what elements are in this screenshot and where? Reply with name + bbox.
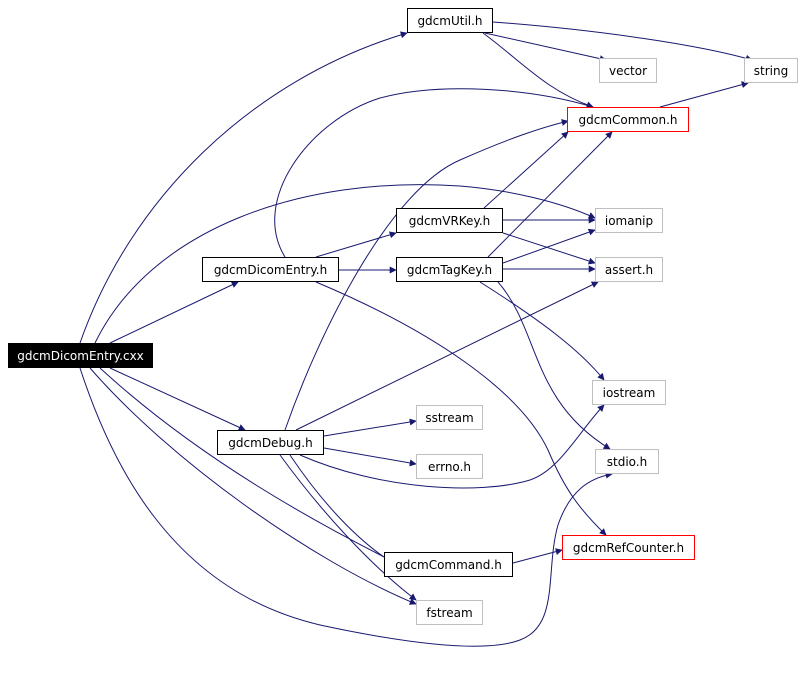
edge-root-to-dicomentry (109, 281, 239, 344)
edge-debug-to-errno (323, 447, 417, 467)
node-string[interactable]: string (744, 58, 798, 83)
node-vector[interactable]: vector (599, 58, 657, 83)
node-gdcmrefcounter-h[interactable]: gdcmRefCounter.h (562, 535, 695, 560)
node-fstream[interactable]: fstream (416, 600, 483, 625)
edge-debug-to-fstream (279, 454, 417, 601)
node-sstream[interactable]: sstream (416, 405, 483, 430)
node-iostream[interactable]: iostream (592, 380, 666, 405)
edge-common-to-string (659, 81, 749, 108)
edge-util-to-string (492, 21, 753, 62)
edge-util-to-common (482, 32, 594, 109)
node-gdcmutil-h[interactable]: gdcmUtil.h (407, 8, 493, 33)
edge-root-to-debug (109, 367, 246, 431)
node-errno-h[interactable]: errno.h (416, 454, 483, 479)
edge-tagkey-to-iostream (479, 281, 605, 381)
edge-debug-to-sstream (323, 418, 417, 437)
node-gdcmdicomentry-h[interactable]: gdcmDicomEntry.h (202, 257, 339, 282)
node-gdcmcommon-h[interactable]: gdcmCommon.h (567, 107, 689, 132)
node-gdcmcommand-h[interactable]: gdcmCommand.h (384, 552, 513, 577)
edge-root-to-util (79, 31, 408, 344)
node-gdcmdicomentry-cxx[interactable]: gdcmDicomEntry.cxx (8, 343, 153, 368)
edge-dicomentry-to-refcounter (315, 281, 607, 536)
node-gdcmtagkey-h[interactable]: gdcmTagKey.h (396, 257, 503, 282)
node-gdcmvrkey-h[interactable]: gdcmVRKey.h (396, 208, 503, 233)
node-assert-h[interactable]: assert.h (595, 257, 663, 282)
edge-root-to-stdio (79, 367, 613, 647)
edge-root-to-fstream (89, 367, 417, 605)
edge-debug-to-iostream (299, 404, 605, 489)
edge-command-to-refcounter (512, 548, 563, 564)
node-stdio-h[interactable]: stdio.h (595, 449, 659, 474)
edge-debug-to-assert (295, 281, 599, 431)
edge-root-to-command (99, 367, 401, 566)
edge-util-to-vector (484, 32, 607, 63)
edge-vrkey-to-assert (502, 232, 596, 265)
node-iomanip[interactable]: iomanip (595, 208, 663, 233)
edge-tagkey-to-stdio (497, 281, 611, 450)
edge-debug-to-command (289, 454, 401, 568)
edge-tagkey-to-iomanip (502, 228, 596, 264)
node-gdcmdebug-h[interactable]: gdcmDebug.h (217, 430, 324, 455)
edge-tagkey-to-common (487, 131, 613, 258)
edge-dicomentry-to-vrkey (315, 231, 397, 258)
edge-root-to-iomanip (94, 184, 596, 344)
edge-dicomentry-to-common (274, 88, 594, 258)
edge-vrkey-to-common (483, 131, 569, 209)
edge-debug-to-common (284, 119, 569, 431)
